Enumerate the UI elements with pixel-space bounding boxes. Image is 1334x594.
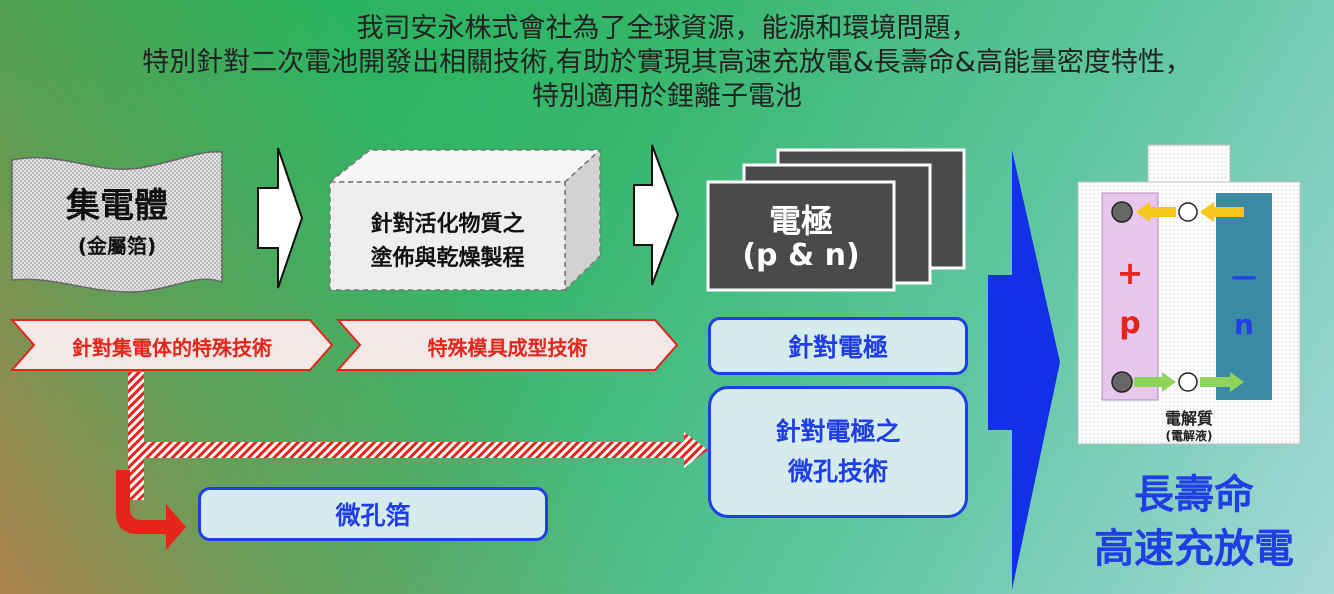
- intro-text: 我司安永株式會社為了全球資源，能源和環境問題， 特別針對二次電池開發出相關技術,…: [0, 12, 1334, 114]
- electrolyte-label: 電解質: [1164, 409, 1213, 428]
- micropore-label-line-1: 針對電極之: [775, 417, 901, 446]
- intro-line-2: 特別針對二次電池開發出相關技術,有助於實現其高速充放電&長壽命&高能量密度特性，: [142, 47, 1192, 78]
- electrode-micropore-box: 針對電極之 微孔技術: [708, 386, 968, 518]
- big-blue-arrow: [988, 150, 1060, 590]
- chevron-mold-label: 特殊模具成型技術: [427, 336, 588, 360]
- micropore-label-line-2: 微孔技術: [787, 457, 888, 486]
- collector-foil-shape: [11, 151, 223, 293]
- battery-terminal: [1147, 144, 1231, 184]
- electrode-label-line-2: (p & n): [742, 238, 860, 273]
- arrow-collector-to-coating: [257, 147, 304, 289]
- positive-p-label: p: [1119, 306, 1141, 341]
- result-line-2: 高速充放電: [1094, 526, 1294, 572]
- collector-subtitle: (金屬箔): [77, 234, 157, 258]
- electrode-tech-box: 針對電極: [708, 317, 968, 375]
- ion-arrow-bottom-left: [1134, 372, 1176, 392]
- coating-label-line-2: 塗佈與乾燥製程: [370, 246, 525, 271]
- negative-electrode: [1216, 193, 1272, 400]
- ion-particle-light-top: [1178, 202, 1198, 222]
- chevron-collector-tech: [9, 319, 334, 371]
- hatch-horizontal-bar: [140, 442, 686, 458]
- hatch-vertical-connector: [128, 372, 144, 500]
- negative-n-label: n: [1234, 308, 1254, 341]
- ion-arrow-bottom-right: [1200, 372, 1244, 392]
- electrode-label-line-1: 電極: [768, 202, 833, 240]
- red-bent-arrow: [116, 470, 186, 550]
- intro-line-3: 特別適用於鋰離子電池: [532, 81, 802, 112]
- micropore-foil-label: 微孔箔: [335, 501, 411, 530]
- ion-arrow-top-right: [1200, 202, 1244, 222]
- positive-electrode: [1101, 192, 1159, 401]
- hatch-arrow-head: [684, 432, 708, 468]
- electrode-tech-label: 針對電極: [787, 333, 888, 362]
- coating-label-line-1: 針對活化物質之: [370, 212, 525, 237]
- negative-minus-label: —: [1231, 262, 1257, 292]
- coating-box-top: [327, 149, 602, 183]
- coating-box-front: [329, 181, 566, 291]
- result-line-1: 長壽命: [1134, 472, 1254, 518]
- arrow-coating-to-electrode: [633, 144, 680, 286]
- ion-particle-dark-bottom: [1111, 371, 1133, 393]
- ion-arrow-top-left: [1136, 202, 1176, 222]
- electrolyte-sublabel: (電解液): [1165, 429, 1213, 443]
- chevron-mold-tech: [335, 319, 679, 371]
- chevron-collector-label: 針對集電体的特殊技術: [72, 336, 272, 360]
- ion-particle-light-bottom: [1178, 372, 1198, 392]
- ion-particle-dark-top: [1111, 201, 1133, 223]
- positive-plus-label: +: [1116, 254, 1144, 292]
- collector-title: 集電體: [66, 186, 168, 226]
- micropore-foil-box: 微孔箔: [198, 487, 548, 541]
- intro-line-1: 我司安永株式會社為了全球資源，能源和環境問題，: [356, 13, 978, 44]
- electrode-sheet-front: [706, 180, 896, 292]
